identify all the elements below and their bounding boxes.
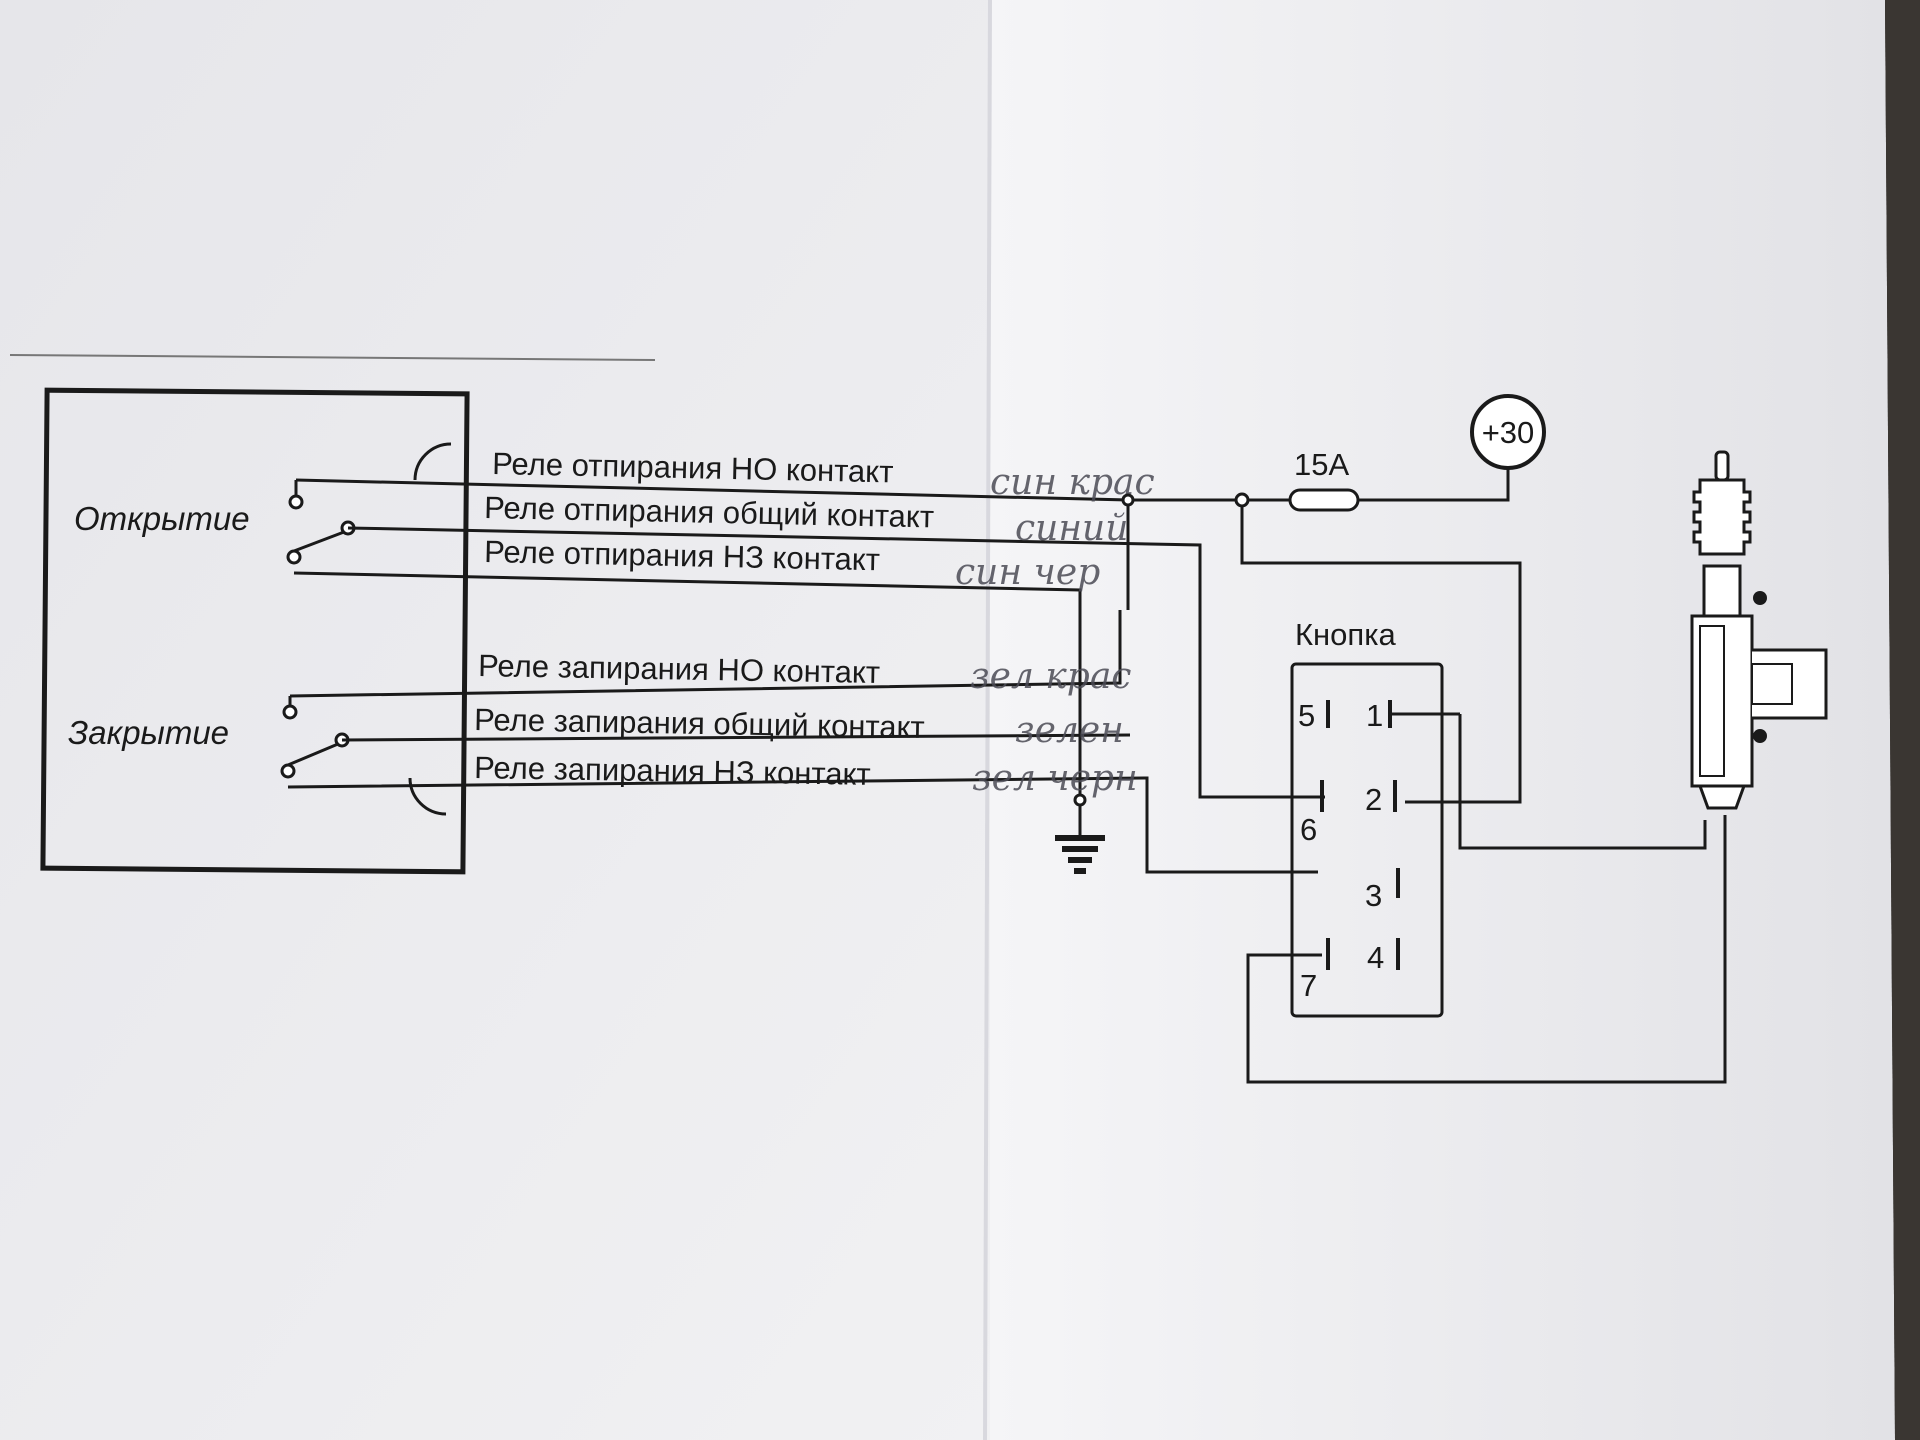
handwritten-note-close-nc: зел черн (972, 758, 1138, 799)
button-pin-1: 1 (1366, 698, 1383, 733)
wire-label-close-no: Реле запирания НО контакт (478, 648, 880, 690)
handwritten-note-close-no: зел крас (970, 656, 1131, 697)
wire-pin1-to-actuator (1405, 714, 1707, 850)
button-pin-6: 6 (1300, 812, 1317, 847)
wire-open-nc (293, 571, 1082, 800)
wire-label-open-no: Реле отпирания НО контакт (492, 446, 894, 489)
button-pin-5: 5 (1298, 698, 1315, 733)
close-label: Закрытие (68, 714, 229, 751)
wire-open-common (347, 526, 1325, 799)
power-terminal-icon (1470, 394, 1546, 470)
ground-icon (1055, 835, 1105, 874)
wire-label-open-nc: Реле отпирания НЗ контакт (484, 534, 880, 577)
button-pin-2: 2 (1365, 782, 1382, 817)
handwritten-note-open-common: синий (1015, 508, 1128, 549)
wire-label-close-nc: Реле запирания НЗ контакт (474, 750, 871, 792)
wire-close-no (289, 610, 1122, 698)
wire-label-close-common: Реле запирания общий контакт (474, 702, 925, 745)
button-block (1290, 662, 1460, 1018)
handwritten-note-open-nc: син чер (955, 552, 1100, 593)
button-pin-7: 7 (1300, 968, 1317, 1003)
button-pin-4: 4 (1367, 940, 1384, 975)
fuse-label: 15A (1294, 447, 1349, 482)
controller-box (40, 387, 470, 875)
handwritten-note-close-common: зелен (1015, 710, 1124, 751)
wire-close-common (341, 733, 1131, 742)
power-line (1121, 468, 1522, 804)
power-label: +30 (1482, 415, 1535, 450)
wire-close-nc (287, 776, 1318, 874)
button-pin-3: 3 (1365, 878, 1382, 913)
wire-pin7-loop (1246, 815, 1727, 1084)
fuse-icon (1288, 488, 1360, 512)
ground-wire (1073, 793, 1087, 838)
actuator-icon (1690, 450, 1828, 810)
open-label: Открытие (74, 500, 250, 537)
button-label: Кнопка (1295, 617, 1396, 652)
